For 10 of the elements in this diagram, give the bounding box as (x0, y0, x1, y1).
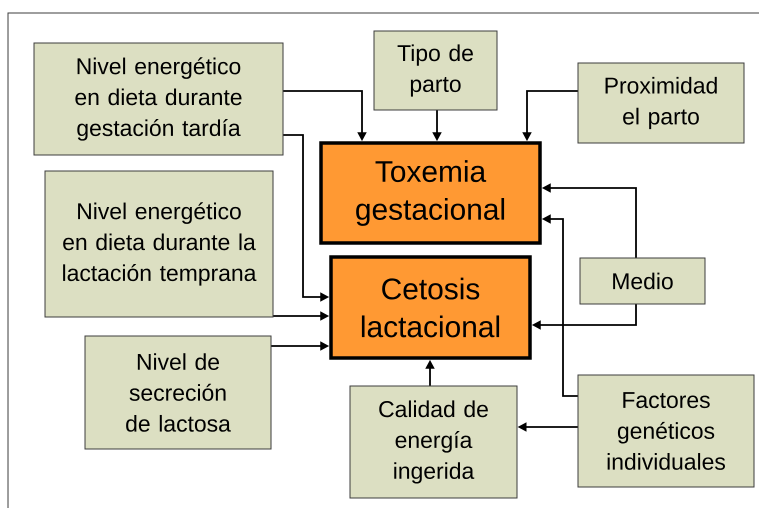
factor-box: Nivel energético en dieta durante la lactación temprana (44, 170, 274, 318)
outcome-box: Toxemia gestacional (319, 141, 542, 245)
factor-box: Nivel de secreción de lactosa (84, 336, 272, 450)
outcome-box: Cetosis lactacional (329, 255, 532, 360)
factor-box: Medio (580, 258, 706, 304)
factor-box: Factores genéticos individuales (578, 374, 754, 488)
factor-box: Proximidad el parto (578, 62, 744, 144)
factor-box: Nivel energético en dieta durante gestación tardía (34, 42, 284, 156)
factor-box: Calidad de energía ingerida (350, 386, 518, 498)
factor-box: Tipo de parto (374, 30, 498, 110)
